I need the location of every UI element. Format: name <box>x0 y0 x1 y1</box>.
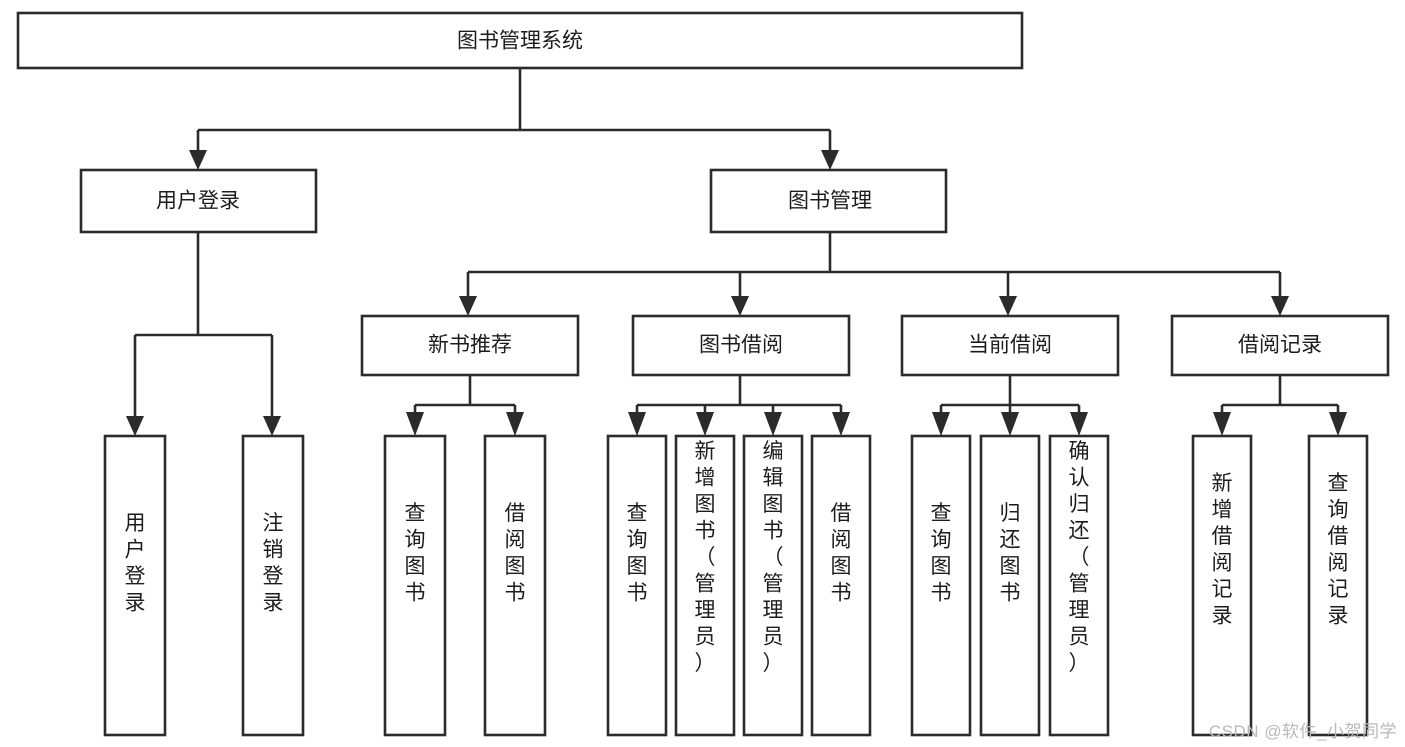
node-leaf-logout-login-label: 注销登录 <box>263 512 284 615</box>
node-leaf-query-record[interactable]: 查询借阅记录 <box>1307 434 1369 737</box>
arrow-head-leaf-query-book-3 <box>932 412 950 436</box>
node-current-borrow[interactable]: 当前借阅 <box>900 314 1120 377</box>
node-leaf-user-login-box[interactable] <box>103 434 167 737</box>
node-leaf-add-record[interactable]: 新增借阅记录 <box>1191 434 1253 737</box>
arrow-head-book-manage <box>821 150 839 170</box>
csdn-watermark: CSDN @软件_小贺同学 <box>1208 722 1397 741</box>
node-leaf-add-book[interactable]: 新增图书（管理员） <box>674 434 736 737</box>
node-book-borrow-label: 图书借阅 <box>699 334 783 357</box>
node-book-manage-box[interactable] <box>709 168 948 234</box>
node-leaf-return-book[interactable]: 归还图书 <box>979 434 1041 737</box>
node-leaf-edit-book[interactable]: 编辑图书（管理员） <box>742 434 804 737</box>
arrow-head-leaf-edit-book <box>764 412 782 436</box>
node-user-login-label: 用户登录 <box>156 190 240 213</box>
arrow-head-leaf-confirm-return <box>1070 412 1088 436</box>
node-leaf-logout-login[interactable]: 注销登录 <box>241 434 305 737</box>
node-leaf-borrow-book-1[interactable]: 借阅图书 <box>483 434 547 737</box>
node-user-login[interactable]: 用户登录 <box>79 168 318 234</box>
node-leaf-query-book-3[interactable]: 查询图书 <box>910 434 972 737</box>
node-leaf-user-login[interactable]: 用户登录 <box>103 434 167 737</box>
arrow-head-leaf-add-record <box>1213 412 1231 436</box>
node-leaf-query-book-3-box[interactable] <box>910 434 972 737</box>
arrow-head-borrow-record <box>1271 296 1289 316</box>
node-leaf-query-record-box[interactable] <box>1307 434 1369 737</box>
node-leaf-query-book-1-box[interactable] <box>383 434 447 737</box>
node-leaf-query-book-1-label: 查询图书 <box>405 502 426 605</box>
node-leaf-user-login-label: 用户登录 <box>125 512 146 615</box>
node-leaf-query-book-2-box[interactable] <box>606 434 668 737</box>
node-leaf-borrow-book-2-label: 借阅图书 <box>831 502 852 605</box>
node-leaf-confirm-return-label: 确认归还（管理员） <box>1069 440 1090 675</box>
node-borrow-record-box[interactable] <box>1170 314 1390 377</box>
node-leaf-confirm-return-box[interactable] <box>1048 434 1110 737</box>
node-root[interactable]: 图书管理系统 <box>16 11 1024 70</box>
arrow-head-current-borrow <box>999 296 1017 316</box>
node-root-label: 图书管理系统 <box>457 30 583 53</box>
node-new-book-recommend-label: 新书推荐 <box>428 334 512 357</box>
arrow-head-new-book-recommend <box>459 296 477 316</box>
node-current-borrow-label: 当前借阅 <box>968 334 1052 357</box>
node-leaf-query-record-label: 查询借阅记录 <box>1328 472 1349 628</box>
node-root-box[interactable] <box>16 11 1024 70</box>
arrow-head-leaf-query-book-2 <box>628 412 646 436</box>
node-book-manage-label: 图书管理 <box>788 190 872 213</box>
node-leaf-add-record-box[interactable] <box>1191 434 1253 737</box>
node-leaf-add-book-box[interactable] <box>674 434 736 737</box>
node-leaf-borrow-book-2[interactable]: 借阅图书 <box>810 434 872 737</box>
node-leaf-return-book-box[interactable] <box>979 434 1041 737</box>
arrow-head-leaf-query-record <box>1329 412 1347 436</box>
node-leaf-edit-book-label: 编辑图书（管理员） <box>763 440 784 675</box>
arrow-head-leaf-borrow-book-2 <box>832 412 850 436</box>
node-leaf-query-book-2-label: 查询图书 <box>627 502 648 605</box>
node-book-borrow[interactable]: 图书借阅 <box>631 314 851 377</box>
node-borrow-record-label: 借阅记录 <box>1238 334 1322 357</box>
node-new-book-recommend-box[interactable] <box>360 314 580 377</box>
node-leaf-add-book-label: 新增图书（管理员） <box>695 440 716 675</box>
connector-layer <box>126 68 1347 436</box>
node-leaf-query-book-2[interactable]: 查询图书 <box>606 434 668 737</box>
node-book-borrow-box[interactable] <box>631 314 851 377</box>
arrow-head-book-borrow <box>731 296 749 316</box>
node-leaf-return-book-label: 归还图书 <box>1000 502 1021 605</box>
node-leaf-borrow-book-1-label: 借阅图书 <box>505 502 526 605</box>
node-leaf-query-book-3-label: 查询图书 <box>931 502 952 605</box>
node-new-book-recommend[interactable]: 新书推荐 <box>360 314 580 377</box>
node-leaf-borrow-book-2-box[interactable] <box>810 434 872 737</box>
arrow-head-leaf-borrow-book-1 <box>506 412 524 436</box>
node-leaf-borrow-book-1-box[interactable] <box>483 434 547 737</box>
arrow-head-user-login <box>189 150 207 170</box>
node-book-manage[interactable]: 图书管理 <box>709 168 948 234</box>
arrow-head-leaf-return-book <box>1001 412 1019 436</box>
arrow-head-leaf-user-login <box>126 416 144 436</box>
arrow-head-leaf-query-book-1 <box>406 412 424 436</box>
node-user-login-box[interactable] <box>79 168 318 234</box>
node-leaf-query-book-1[interactable]: 查询图书 <box>383 434 447 737</box>
arrow-head-leaf-logout-login <box>263 416 281 436</box>
node-leaf-logout-login-box[interactable] <box>241 434 305 737</box>
node-leaf-add-record-label: 新增借阅记录 <box>1212 472 1233 628</box>
arrow-head-leaf-add-book <box>696 412 714 436</box>
node-current-borrow-box[interactable] <box>900 314 1120 377</box>
node-leaf-confirm-return[interactable]: 确认归还（管理员） <box>1048 434 1110 737</box>
node-borrow-record[interactable]: 借阅记录 <box>1170 314 1390 377</box>
node-leaf-edit-book-box[interactable] <box>742 434 804 737</box>
